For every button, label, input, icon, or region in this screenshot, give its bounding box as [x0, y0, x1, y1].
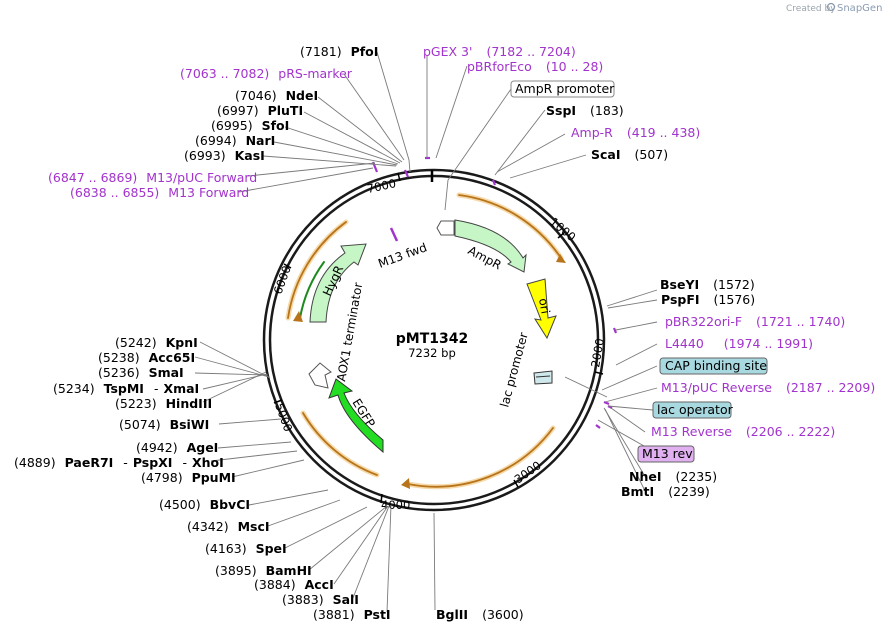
enzyme-bglii[interactable]: BglII(3600) [436, 607, 524, 622]
primer-prs-marker[interactable]: (7063 .. 7082)pRS-marker [180, 66, 353, 81]
cap-binding-site-box[interactable] [659, 357, 768, 375]
primer-l4440[interactable]: L4440(1974 .. 1991) [665, 336, 813, 351]
m13-fwd-primer-mark[interactable] [389, 227, 399, 242]
enzyme-nhei[interactable]: NheI(2235) [629, 469, 717, 484]
tick-marks [273, 172, 604, 504]
egfp-feature[interactable] [328, 378, 384, 454]
enzyme-acc65i[interactable]: (5238)Acc65I [98, 350, 195, 365]
primer-pbr322ori-f[interactable]: pBR322ori-F(1721 .. 1740) [665, 314, 845, 329]
plasmid-size: 7232 bp [408, 346, 456, 360]
enzyme-pspfi[interactable]: PspFI(1576) [661, 292, 755, 307]
ampr-promoter-box[interactable] [510, 80, 615, 98]
m13-rev-box[interactable] [637, 445, 695, 463]
enzyme-sfoi[interactable]: (6995)SfoI [211, 118, 289, 133]
primer-marks [371, 156, 618, 429]
enzyme-kasi[interactable]: (6993)KasI [184, 148, 265, 163]
enzyme-smai[interactable]: (5236)SmaI [98, 365, 184, 380]
hygr-orf-arrowhead [293, 311, 303, 322]
lac-promoter-label: lac promoter [497, 331, 530, 409]
lac-promoter-stripe [535, 375, 551, 378]
ampr-feature[interactable] [454, 219, 527, 273]
enzyme-psti[interactable]: (3881)PstI [313, 607, 391, 622]
enzyme-pfoi[interactable]: (7181)PfoI [300, 44, 378, 59]
plasmid-name: pMT1342 [396, 331, 468, 347]
enzyme-sspi[interactable]: SspI(183) [546, 103, 624, 118]
egfp-orf-arrowhead [401, 478, 410, 489]
enzyme-hindiii[interactable]: (5223)HindIII [115, 396, 212, 411]
enzyme-agei[interactable]: (4942)AgeI [136, 440, 218, 455]
snapgene-brand: SnapGene [837, 3, 883, 14]
orf-arcs [285, 192, 564, 490]
hygr-feature[interactable] [309, 243, 367, 323]
ori-feature[interactable] [526, 278, 557, 340]
enzyme-bamhi[interactable]: (3895)BamHI [215, 563, 312, 578]
lac-promoter-feature[interactable] [533, 370, 553, 385]
primer-amp-r[interactable]: Amp-R(419 .. 438) [571, 125, 700, 140]
ampr-promoter-feature[interactable] [436, 220, 455, 236]
cap-binding-site-label: CAP binding site [665, 358, 767, 373]
lac-operator-label: lac operator [657, 402, 734, 417]
enzyme-scai[interactable]: ScaI(507) [591, 147, 668, 162]
m13-rev-label: M13 rev [642, 446, 693, 461]
enzyme-kpni[interactable]: (5242)KpnI [115, 335, 198, 350]
ori-label: ori [536, 297, 552, 315]
enzyme-bbvci[interactable]: (4500)BbvCI [159, 497, 250, 512]
ampr-orf-arrowhead [556, 254, 566, 263]
enzyme-bseyi[interactable]: BseYI(1572) [660, 277, 755, 292]
lac-operator-box[interactable] [652, 401, 732, 419]
tick-5000: 5000 [272, 401, 295, 433]
primer-m13-forward[interactable]: (6838 .. 6855)M13 Forward [70, 185, 249, 200]
primer-pgex3[interactable]: pGEX 3'(7182 .. 7204) [423, 44, 576, 59]
primer-m13-puc-forward[interactable]: (6847 .. 6869)M13/pUC Forward [48, 170, 257, 185]
enzyme-tspmi-group[interactable]: (5234)TspMI-XmaI [53, 381, 199, 396]
aox1-terminator-feature[interactable] [308, 362, 332, 389]
backbone-inner-ring [268, 174, 600, 506]
enzyme-acci[interactable]: (3884)AccI [254, 577, 334, 592]
ampr-promoter-box-label: AmpR promoter [515, 81, 615, 96]
enzyme-paer7i-group[interactable]: (4889)PaeR7I-PspXI-XhoI [14, 455, 224, 470]
m13-fwd-label: M13 fwd [376, 240, 429, 271]
primer-m13-reverse[interactable]: M13 Reverse(2206 .. 2222) [651, 424, 835, 439]
primer-pbrforeco[interactable]: pBRforEco(10 .. 28) [467, 59, 603, 74]
created-by-text: Created by [786, 4, 836, 14]
backbone-outer-ring [262, 168, 606, 512]
enzyme-bmti[interactable]: BmtI(2239) [621, 484, 710, 499]
enzyme-sali[interactable]: (3883)SalI [282, 592, 359, 607]
enzyme-bsiwi[interactable]: (5074)BsiWI [119, 417, 209, 432]
aox1-terminator-label: AOX1 terminator [334, 281, 365, 382]
snapgene-logo-icon [826, 2, 836, 12]
primer-m13-puc-reverse[interactable]: M13/pUC Reverse(2187 .. 2209) [661, 380, 875, 395]
enzyme-spei[interactable]: (4163)SpeI [205, 541, 287, 556]
enzyme-nari[interactable]: (6994)NarI [195, 133, 275, 148]
tick-2000: 2000 [588, 337, 607, 368]
hygr-inner-arc [299, 261, 325, 319]
enzyme-pluti[interactable]: (6997)PluTI [217, 103, 303, 118]
enzyme-ppumi[interactable]: (4798)PpuMI [141, 470, 236, 485]
tick-6000: 6000 [271, 264, 294, 296]
enzyme-msci[interactable]: (4342)MscI [187, 519, 270, 534]
connector-lines [194, 51, 661, 613]
enzyme-ndei[interactable]: (7046)NdeI [235, 88, 318, 103]
tick-7000: 7000 [366, 176, 398, 196]
